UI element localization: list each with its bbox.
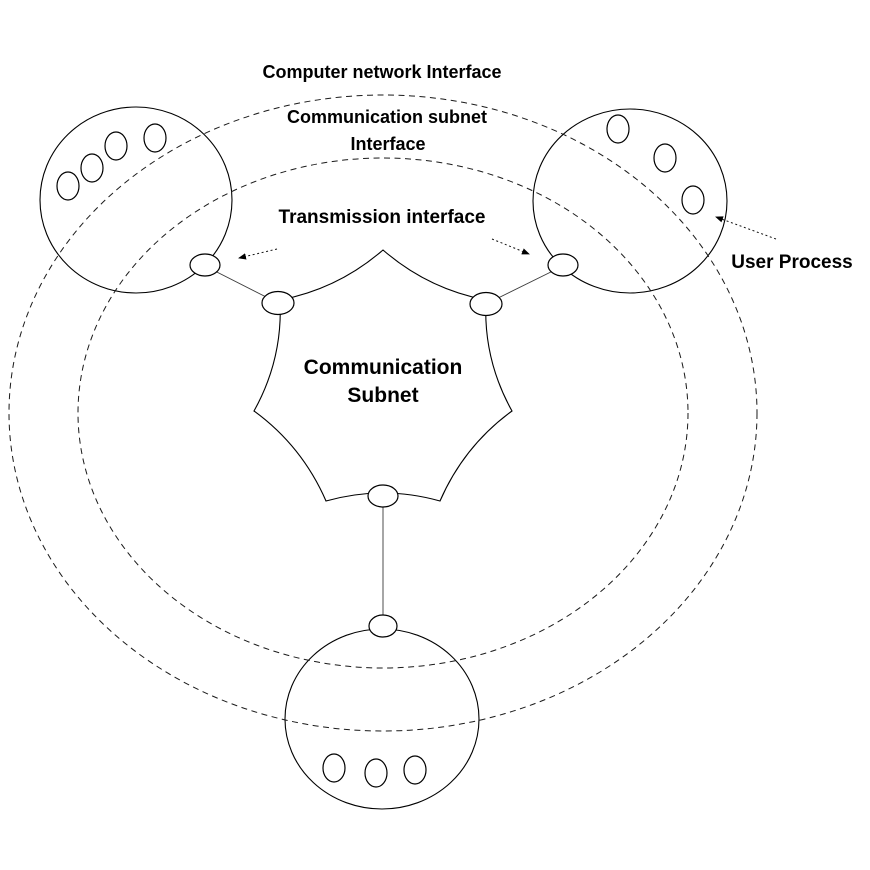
label-computer-network-interface: Computer network Interface xyxy=(262,62,501,82)
transmission-interface-arrow-right xyxy=(491,238,530,255)
transmission-interface-arrow-left xyxy=(238,248,278,260)
label-communication-subnet-interface-line1: Communication subnet xyxy=(287,107,487,127)
label-communication-subnet-line2: Subnet xyxy=(347,384,418,407)
communication-subnet-boundary-ring xyxy=(77,157,689,669)
user-process-ellipse xyxy=(606,114,630,144)
host-circle-top-right xyxy=(532,108,728,294)
subnet-port xyxy=(367,484,399,508)
user-process-ellipse xyxy=(653,143,677,173)
label-communication-subnet-line1: Communication xyxy=(304,356,463,379)
user-process-ellipse xyxy=(322,753,346,783)
user-process-ellipse xyxy=(681,185,705,215)
user-process-ellipse xyxy=(80,153,104,183)
user-process-ellipse xyxy=(403,755,427,785)
transmission-interface-port xyxy=(189,253,221,277)
label-user-process: User Process xyxy=(731,252,852,273)
user-process-ellipse xyxy=(364,758,388,788)
subnet-port xyxy=(469,291,503,317)
user-process-ellipse xyxy=(104,131,128,161)
user-process-ellipse xyxy=(143,123,167,153)
transmission-interface-port xyxy=(547,253,579,277)
host-circle-top-left xyxy=(39,106,233,294)
transmission-interface-port xyxy=(368,614,398,638)
computer-network-boundary-ring xyxy=(8,94,758,732)
subnet-port xyxy=(261,290,295,316)
label-transmission-interface: Transmission interface xyxy=(279,207,486,228)
label-communication-subnet-interface-line2: Interface xyxy=(350,134,425,154)
user-process-ellipse xyxy=(56,171,80,201)
user-process-arrow xyxy=(715,216,777,240)
